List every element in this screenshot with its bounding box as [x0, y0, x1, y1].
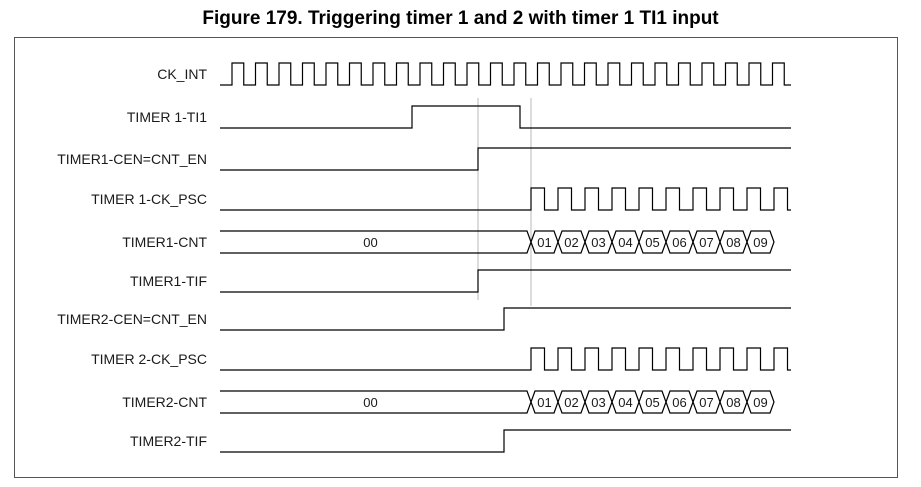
bus-value-label: 05 — [645, 235, 659, 250]
bus-value-label: 01 — [537, 235, 551, 250]
bus-value-label: 07 — [699, 235, 713, 250]
signal-label: CK_INT — [157, 66, 207, 82]
bus-value-label: 07 — [699, 395, 713, 410]
waveform — [220, 307, 791, 331]
bus-value-label: 02 — [564, 235, 578, 250]
bus-value-label: 04 — [618, 395, 632, 410]
bus-value-label: 06 — [672, 235, 686, 250]
signal-label: TIMER1-CNT — [122, 234, 207, 250]
bus-value-label: 01 — [537, 395, 551, 410]
signal-label: TIMER2-CEN=CNT_EN — [57, 311, 207, 327]
waveform — [220, 269, 791, 293]
waveform — [220, 147, 791, 171]
bus-segment — [746, 390, 775, 414]
signal-label: TIMER1-CEN=CNT_EN — [57, 151, 207, 167]
figure-title: Figure 179. Triggering timer 1 and 2 wit… — [202, 8, 719, 29]
waveform — [220, 187, 791, 211]
bus-value-label: 08 — [726, 395, 740, 410]
signal-label: TIMER2-TIF — [130, 433, 207, 449]
bus-value-label: 00 — [363, 235, 377, 250]
bus-value-label: 02 — [564, 395, 578, 410]
bus-value-label: 00 — [363, 395, 377, 410]
bus-value-label: 03 — [591, 235, 605, 250]
waveform — [220, 62, 791, 86]
bus-value-label: 09 — [753, 235, 767, 250]
bus-value-label: 05 — [645, 395, 659, 410]
bus-value-label: 04 — [618, 235, 632, 250]
bus-value-label: 09 — [753, 395, 767, 410]
waveform — [220, 429, 791, 453]
signal-label: TIMER 1-TI1 — [127, 109, 207, 125]
bus-value-label: 03 — [591, 395, 605, 410]
signal-label: TIMER1-TIF — [130, 273, 207, 289]
waveform — [220, 347, 791, 371]
signal-label: TIMER 1-CK_PSC — [91, 191, 207, 207]
signal-label: TIMER 2-CK_PSC — [91, 351, 207, 367]
waveform — [220, 105, 791, 129]
signal-label: TIMER2-CNT — [122, 394, 207, 410]
bus-value-label: 08 — [726, 235, 740, 250]
bus-value-label: 06 — [672, 395, 686, 410]
bus-segment — [746, 230, 775, 254]
